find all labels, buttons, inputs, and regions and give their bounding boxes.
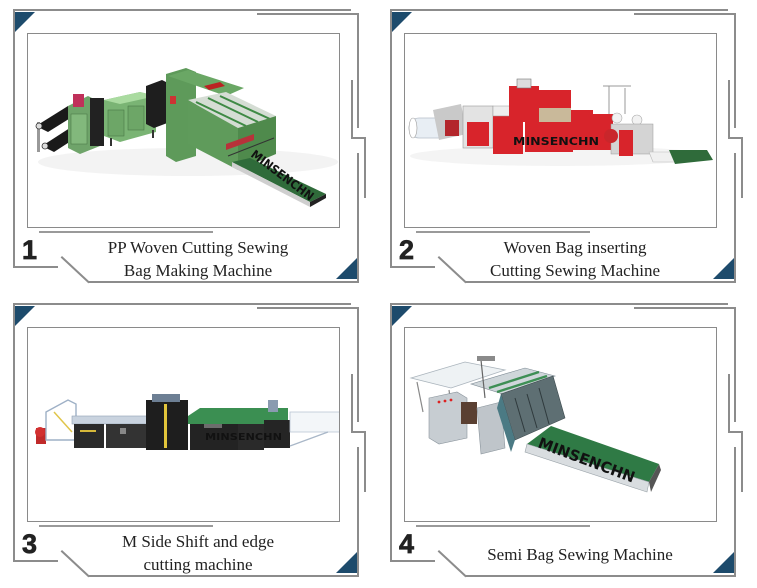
corner-triangle-icon (336, 552, 357, 573)
product-caption: PP Woven Cutting Sewing Bag Making Machi… (93, 236, 303, 282)
frame-line (734, 13, 736, 128)
brand-watermark: MINSENCHN (513, 135, 599, 148)
frame-line (634, 13, 736, 15)
semi-bag-sewing-machine-illustration: MINSENCHN (409, 356, 661, 493)
caption-divider (39, 525, 213, 527)
product-card-1: MINSENCHN 1 PP Woven Cutting Sewing Bag … (0, 0, 377, 294)
frame-line (634, 307, 736, 309)
product-caption: Woven Bag inserting Cutting Sewing Machi… (470, 236, 680, 282)
frame-line (13, 560, 58, 562)
side-shift-machine-illustration: MINSENCHN (35, 394, 339, 450)
caption-divider (39, 231, 213, 233)
caption-line: PP Woven Cutting Sewing (107, 238, 289, 257)
corner-triangle-icon (15, 12, 35, 32)
corner-triangle-icon (336, 258, 357, 279)
frame-line (390, 9, 728, 11)
product-image: MINSENCHN (404, 327, 717, 522)
frame-line (13, 9, 351, 11)
red-bag-machine-illustration: MINSENCHN (408, 78, 713, 166)
frame-line (357, 153, 359, 283)
frame-line (734, 307, 736, 422)
frame-line (390, 266, 435, 268)
frame-line (357, 307, 359, 422)
caption-divider (416, 231, 590, 233)
item-number: 1 (22, 235, 38, 265)
frame-bracket (728, 137, 743, 139)
caption-line: Woven Bag inserting (503, 238, 647, 257)
frame-line (357, 447, 359, 577)
product-caption: Semi Bag Sewing Machine (475, 543, 685, 566)
frame-line (437, 550, 467, 578)
caption-line: Bag Making Machine (123, 261, 273, 280)
frame-line (466, 575, 736, 577)
product-card-2: MINSENCHN 2 Woven Bag inserting Cutting … (377, 0, 754, 294)
frame-line (13, 303, 15, 562)
corner-triangle-icon (713, 552, 734, 573)
frame-line (13, 266, 58, 268)
brand-watermark: MINSENCHN (205, 432, 282, 443)
frame-line (257, 13, 359, 15)
green-bag-machine-illustration: MINSENCHN (35, 68, 338, 207)
frame-line (89, 575, 359, 577)
corner-triangle-icon (15, 306, 35, 326)
frame-line (437, 256, 467, 284)
caption-divider (416, 525, 590, 527)
frame-line (734, 447, 736, 577)
frame-line (390, 9, 392, 268)
frame-bracket (364, 431, 366, 492)
corner-triangle-icon (713, 258, 734, 279)
product-image: MINSENCHN (404, 33, 717, 228)
product-caption: M Side Shift and edge cutting machine (93, 530, 303, 576)
corner-triangle-icon (392, 12, 412, 32)
frame-bracket (728, 374, 730, 433)
frame-bracket (728, 80, 730, 139)
frame-line (390, 303, 392, 562)
caption-line: Semi Bag Sewing Machine (487, 545, 673, 564)
product-card-3: MINSENCHN 3 M Side Shift and edge cuttin… (0, 294, 377, 588)
frame-bracket (364, 137, 366, 198)
item-number: 4 (399, 529, 415, 559)
frame-line (357, 13, 359, 128)
frame-line (60, 550, 90, 578)
frame-bracket (351, 80, 353, 139)
corner-triangle-icon (392, 306, 412, 326)
frame-line (734, 153, 736, 283)
frame-line (466, 281, 736, 283)
frame-line (390, 560, 435, 562)
frame-bracket (351, 431, 366, 433)
frame-bracket (741, 431, 743, 492)
frame-line (13, 303, 351, 305)
frame-line (60, 256, 90, 284)
caption-line: M Side Shift and edge (121, 532, 275, 551)
frame-bracket (741, 137, 743, 198)
product-image: MINSENCHN (27, 33, 340, 228)
item-number: 3 (22, 529, 38, 559)
frame-line (13, 9, 15, 268)
product-card-4: MINSENCHN 4 Semi Bag Sewing Machine (377, 294, 754, 588)
product-image: MINSENCHN (27, 327, 340, 522)
frame-bracket (351, 374, 353, 433)
item-number: 2 (399, 235, 415, 265)
frame-line (89, 281, 359, 283)
frame-bracket (351, 137, 366, 139)
frame-line (257, 307, 359, 309)
caption-line: Cutting Sewing Machine (490, 261, 660, 280)
caption-line: cutting machine (143, 555, 253, 574)
frame-line (390, 303, 728, 305)
frame-bracket (728, 431, 743, 433)
